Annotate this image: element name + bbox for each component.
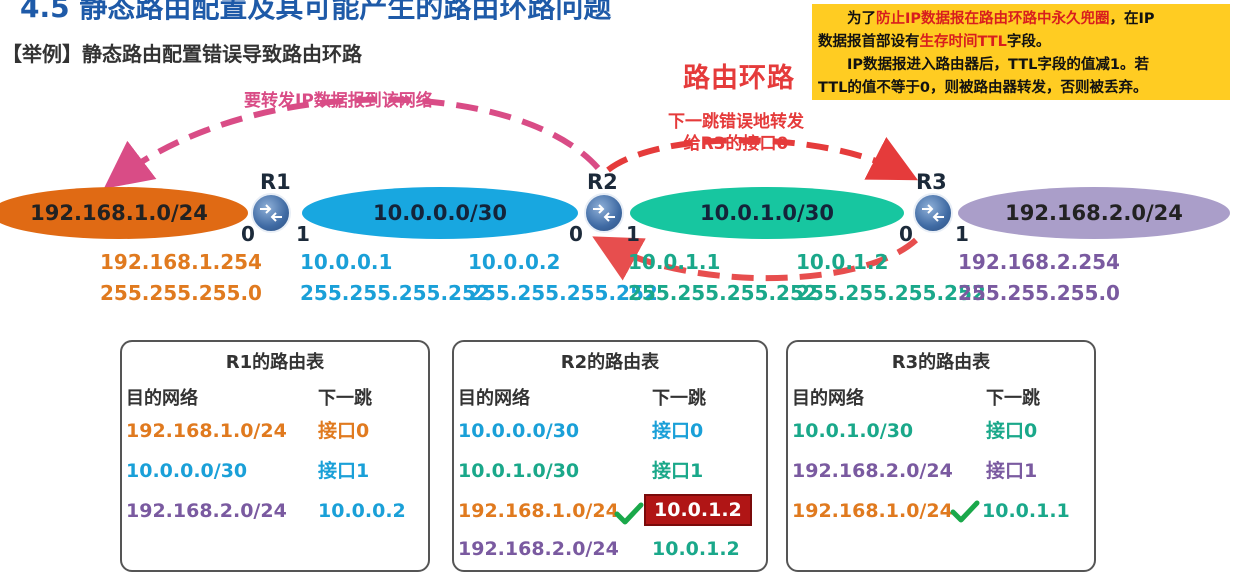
subnet-mask: 255.255.255.252: [468, 281, 658, 305]
network-10-0-0-0: 10.0.0.0/30: [302, 187, 578, 239]
table-cell-next-hop: 10.0.1.2: [652, 538, 740, 560]
network-10-0-1-0: 10.0.1.0/30: [630, 187, 904, 239]
wrong-next-hop-label-line: 下一跳错误地转发: [668, 112, 804, 132]
table-cell-destination: 10.0.0.0/30: [458, 420, 580, 442]
address-r3-if1: 192.168.2.254 255.255.255.0: [958, 247, 1120, 309]
network-label: 192.168.2.0/24: [1005, 201, 1183, 225]
table-cell-next-hop: 接口1: [652, 460, 704, 482]
column-header-destination: 目的网络: [126, 388, 198, 409]
column-header-next-hop: 下一跳: [652, 388, 706, 409]
note-text: 数据报首部设有: [818, 34, 920, 50]
address-r2-if1: 10.0.1.1 255.255.255.252: [628, 247, 818, 309]
ip-address: 10.0.1.2: [796, 250, 889, 274]
note-highlight: 生存时间TTL: [919, 34, 1007, 50]
table-cell-destination: 192.168.2.0/24: [458, 538, 619, 560]
forward-intent-label: 要转发IP数据报到该网络: [244, 91, 433, 111]
note-text: 为了: [847, 11, 876, 27]
column-header-next-hop: 下一跳: [986, 388, 1040, 409]
table-cell-destination: 10.0.1.0/30: [792, 420, 914, 442]
subnet-mask: 255.255.255.0: [958, 281, 1120, 305]
address-r3-if0: 10.0.1.2 255.255.255.252: [796, 247, 986, 309]
router-r1-port1: 1: [296, 222, 310, 246]
note-text: IP数据报进入路由器后，TTL字段的值减1。若: [847, 57, 1149, 73]
ip-address: 192.168.1.254: [100, 250, 262, 274]
table-cell-next-hop: 10.0.1.1: [982, 500, 1070, 522]
ttl-note: 为了防止IP数据报在路由环路中永久兜圈，在IP 数据报首部设有生存时间TTL字段…: [812, 4, 1230, 100]
router-r2-port1: 1: [626, 222, 640, 246]
wrong-next-hop-label-line: 给R3的接口0: [683, 134, 789, 154]
router-r1-port0: 0: [241, 222, 255, 246]
subnet-mask: 255.255.255.0: [100, 281, 262, 305]
table-cell-destination: 10.0.1.0/30: [458, 460, 580, 482]
table-cell-next-hop: 接口1: [318, 460, 370, 482]
router-r1-name: R1: [260, 170, 291, 194]
subnet-mask: 255.255.255.252: [796, 281, 986, 305]
routing-table-r2: R2的路由表 目的网络 下一跳 10.0.0.0/30 接口0 10.0.1.0…: [452, 340, 768, 572]
loop-return-arrow: [592, 236, 918, 282]
note-text: TTL的值不等于0，则被路由器转发，否则被丢弃。: [818, 80, 1148, 96]
router-r2-name: R2: [587, 170, 618, 194]
routing-table-title: R3的路由表: [891, 352, 991, 373]
address-r1-if1: 10.0.0.1 255.255.255.252: [300, 247, 490, 309]
note-highlight: 防止IP数据报在路由环路中永久兜圈: [876, 11, 1110, 27]
table-cell-destination: 192.168.2.0/24: [792, 460, 953, 482]
page-title: 4.5 静态路由配置及其可能产生的路由环路问题: [20, 0, 612, 24]
address-r2-if0: 10.0.0.2 255.255.255.252: [468, 247, 658, 309]
ip-address: 192.168.2.254: [958, 250, 1120, 274]
page-subtitle: 【举例】静态路由配置错误导致路由环路: [2, 42, 362, 66]
routing-loop-label: 路由环路: [683, 63, 795, 94]
router-r2-port0: 0: [569, 222, 583, 246]
network-192-168-1-0: 192.168.1.0/24: [0, 187, 248, 239]
ip-address: 10.0.0.1: [300, 250, 393, 274]
ip-address: 10.0.0.2: [468, 250, 561, 274]
routing-table-title: R1的路由表: [225, 352, 325, 373]
address-r1-if0: 192.168.1.254 255.255.255.0: [100, 247, 262, 309]
router-r3-port1: 1: [955, 222, 969, 246]
router-icon: [251, 193, 291, 233]
table-cell-next-hop: 接口1: [986, 460, 1038, 482]
router-r3-port0: 0: [899, 222, 913, 246]
subnet-mask: 255.255.255.252: [628, 281, 818, 305]
routing-table-title: R2的路由表: [560, 352, 660, 373]
checkmark-icon: [950, 500, 980, 523]
column-header-next-hop: 下一跳: [318, 388, 372, 409]
network-192-168-2-0: 192.168.2.0/24: [958, 187, 1230, 239]
routing-table-r1: R1的路由表 目的网络 下一跳 192.168.1.0/24 接口0 10.0.…: [120, 340, 430, 572]
network-label: 10.0.0.0/30: [373, 201, 507, 225]
network-label: 10.0.1.0/30: [700, 201, 834, 225]
forward-intent-arrow: [103, 96, 601, 189]
table-cell-next-hop-error: 10.0.1.2: [644, 494, 752, 526]
table-cell-destination: 192.168.1.0/24: [458, 500, 619, 522]
wrong-next-hop-arrow: [606, 136, 919, 181]
table-cell-destination: 192.168.2.0/24: [126, 500, 287, 522]
table-cell-next-hop: 接口0: [652, 420, 704, 442]
router-icon: [913, 193, 953, 233]
routing-table-r3: R3的路由表 目的网络 下一跳 10.0.1.0/30 接口0 192.168.…: [786, 340, 1096, 572]
table-cell-destination: 10.0.0.0/30: [126, 460, 248, 482]
column-header-destination: 目的网络: [458, 388, 530, 409]
table-cell-next-hop: 接口0: [318, 420, 370, 442]
table-cell-next-hop: 接口0: [986, 420, 1038, 442]
ip-address: 10.0.1.1: [628, 250, 721, 274]
column-header-destination: 目的网络: [792, 388, 864, 409]
wrong-next-hop-label: 下一跳错误地转发 给R3的接口0: [668, 111, 804, 155]
subnet-mask: 255.255.255.252: [300, 281, 490, 305]
table-cell-destination: 192.168.1.0/24: [792, 500, 953, 522]
note-text: ，在IP: [1109, 11, 1155, 27]
network-label: 192.168.1.0/24: [30, 201, 208, 225]
table-cell-next-hop: 10.0.0.2: [318, 500, 406, 522]
note-text: 字段。: [1006, 34, 1051, 50]
router-r3-name: R3: [916, 170, 947, 194]
router-icon: [584, 193, 624, 233]
table-cell-destination: 192.168.1.0/24: [126, 420, 287, 442]
checkmark-icon: [614, 502, 644, 525]
